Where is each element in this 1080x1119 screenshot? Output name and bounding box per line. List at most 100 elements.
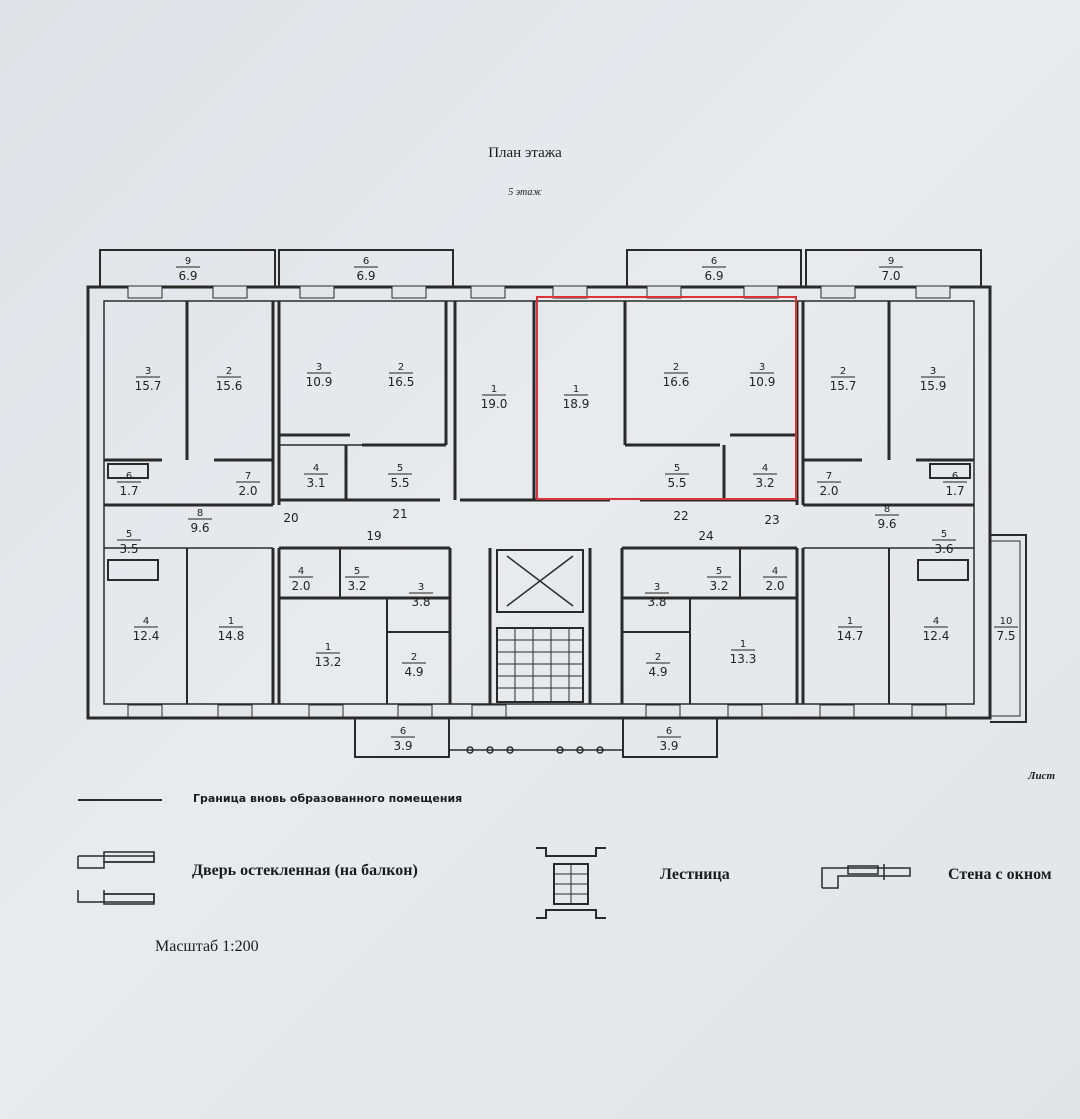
legend-wall-icon — [821, 864, 911, 889]
balcony-outline — [626, 249, 802, 287]
room-label-area: 3.5 — [119, 542, 138, 556]
room-label-area: 2.0 — [291, 579, 310, 593]
outer-wall — [86, 285, 992, 720]
room-label-number: 5 — [941, 529, 947, 540]
room-label-area: 13.3 — [730, 652, 757, 666]
window — [212, 285, 248, 299]
window — [727, 704, 763, 718]
room-label-area: 15.9 — [920, 379, 947, 393]
room-label-number: 4 — [143, 616, 149, 627]
room-label-area: 19.0 — [481, 397, 508, 411]
room-label-number: 1 — [491, 384, 497, 395]
room-label-number: 4 — [313, 463, 319, 474]
room-label-area: 3.2 — [347, 579, 366, 593]
room-label-number: 2 — [398, 362, 404, 373]
corridor-label: 21 — [392, 507, 407, 521]
legend-stairs-icon — [536, 847, 606, 919]
window — [308, 704, 344, 718]
window — [217, 704, 253, 718]
corridor-label: 23 — [764, 513, 779, 527]
window — [127, 704, 163, 718]
room-label-area: 5.5 — [390, 476, 409, 490]
room-label-number: 2 — [840, 366, 846, 377]
legend-door-icon — [77, 851, 155, 905]
room-label-area: 10.9 — [306, 375, 333, 389]
room-label-area: 3.8 — [647, 595, 666, 609]
room-label-number: 5 — [716, 566, 722, 577]
window — [127, 285, 163, 299]
balcony-label-number: 6 — [400, 726, 406, 737]
room-label-area: 14.7 — [837, 629, 864, 643]
room-label-number: 4 — [933, 616, 939, 627]
window — [911, 704, 947, 718]
balcony-label-number: 9 — [888, 256, 894, 267]
window — [299, 285, 335, 299]
room-label-number: 1 — [740, 639, 746, 650]
room-label-number: 8 — [884, 504, 890, 515]
room-label-number: 1 — [325, 642, 331, 653]
room-label-number: 5 — [354, 566, 360, 577]
balcony-outline — [99, 249, 276, 287]
room-label-area: 12.4 — [133, 629, 160, 643]
corridor-label: 24 — [698, 529, 713, 543]
window — [470, 285, 506, 299]
room-label-number: 5 — [126, 529, 132, 540]
balcony-label-area: 7.0 — [881, 269, 900, 283]
room-label-area: 3.1 — [306, 476, 325, 490]
room-label-area: 9.6 — [190, 521, 209, 535]
balcony-label-number: 9 — [185, 256, 191, 267]
room-label-number: 4 — [762, 463, 768, 474]
bath-wall — [107, 559, 159, 581]
room-label-number: 2 — [226, 366, 232, 377]
room-label-area: 2.0 — [238, 484, 257, 498]
room-label-number: 2 — [411, 652, 417, 663]
legend-boundary-text: Граница вновь образованного помещения — [193, 792, 463, 805]
balcony-outline — [278, 249, 454, 287]
plan-title: План этажа — [488, 145, 562, 161]
balcony-label-number: 6 — [363, 256, 369, 267]
room-label-area: 2.0 — [819, 484, 838, 498]
balcony-outline — [805, 249, 982, 287]
annex-outline — [990, 534, 1027, 723]
room-label-number: 10 — [1000, 616, 1013, 627]
room-label-area: 5.5 — [667, 476, 686, 490]
room-label-number: 1 — [228, 616, 234, 627]
bath-wall — [929, 463, 971, 479]
room-label-area: 7.5 — [996, 629, 1015, 643]
window — [820, 285, 856, 299]
bath-wall — [107, 463, 149, 479]
scale-label: Масштаб 1:200 — [155, 938, 259, 955]
room-label-area: 16.5 — [388, 375, 415, 389]
room-label-number: 2 — [655, 652, 661, 663]
balcony-outline — [354, 718, 450, 758]
room-label-area: 18.9 — [563, 397, 590, 411]
balcony-label-number: 6 — [666, 726, 672, 737]
room-label-number: 3 — [145, 366, 151, 377]
corridor-label: 19 — [366, 529, 381, 543]
room-label-area: 3.2 — [709, 579, 728, 593]
room-label-number: 7 — [245, 471, 251, 482]
room-label-number: 5 — [674, 463, 680, 474]
room-label-number: 4 — [298, 566, 304, 577]
room-label-area: 13.2 — [315, 655, 342, 669]
window — [471, 704, 507, 718]
floor-label: 5 этаж — [508, 187, 542, 198]
window — [819, 704, 855, 718]
balcony-label-area: 6.9 — [178, 269, 197, 283]
stairwell — [496, 549, 584, 703]
new-room-boundary — [536, 296, 797, 500]
room-label-number: 7 — [826, 471, 832, 482]
room-label-area: 3.6 — [934, 542, 953, 556]
room-label-number: 1 — [573, 384, 579, 395]
room-label-number: 5 — [397, 463, 403, 474]
room-label-number: 2 — [673, 362, 679, 373]
balcony-label-number: 6 — [711, 256, 717, 267]
room-label-area: 15.7 — [830, 379, 857, 393]
legend-stairs-text: Лестница — [660, 866, 730, 883]
room-label-area: 14.8 — [218, 629, 245, 643]
entrance-porch — [449, 746, 623, 754]
room-label-number: 3 — [316, 362, 322, 373]
room-label-area: 3.2 — [755, 476, 774, 490]
window — [645, 704, 681, 718]
